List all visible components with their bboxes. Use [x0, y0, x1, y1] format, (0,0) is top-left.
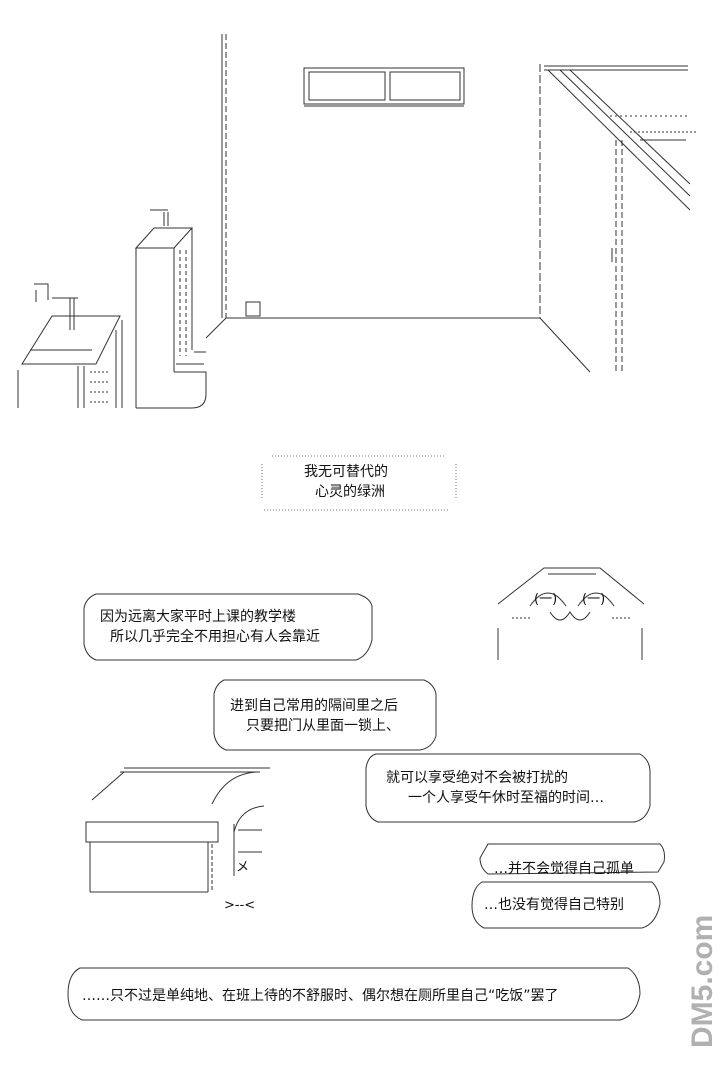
bubble-3-line-1: 就可以享受绝对不会被打扰的: [386, 770, 568, 786]
site-watermark: DM5.com: [686, 915, 719, 1048]
bubble-3-line-2: 一个人享受午休时至福的时间…: [408, 790, 604, 806]
bubble-6-line-1: ……只不过是单纯地、在班上待的不舒服时、偶尔想在厕所里自己“吃饭”罢了: [82, 988, 559, 1004]
hands-mark: >--<: [224, 898, 256, 913]
face-right: (一): [582, 592, 606, 607]
bubble-5-line-1: …也没有觉得自己特别: [484, 897, 624, 913]
bubble-1-line-2: 所以几乎完全不用担心有人会靠近: [110, 629, 320, 645]
bubble-4-line-1: …并不会觉得自己孤单: [494, 861, 634, 877]
bubble-1-line-1: 因为远离大家平时上课的教学楼: [100, 609, 296, 625]
x-mark: メ: [236, 860, 250, 875]
bubble-2-line-1: 进到自己常用的隔间里之后: [230, 698, 398, 714]
title-line-1: 我无可替代的: [304, 464, 388, 480]
face-left: (一): [534, 592, 558, 607]
bubble-2-line-2: 只要把门从里面一锁上、: [246, 718, 400, 734]
svg-text:DM5.com: DM5.com: [686, 915, 719, 1048]
title-line-2: 心灵的绿洲: [315, 484, 385, 500]
